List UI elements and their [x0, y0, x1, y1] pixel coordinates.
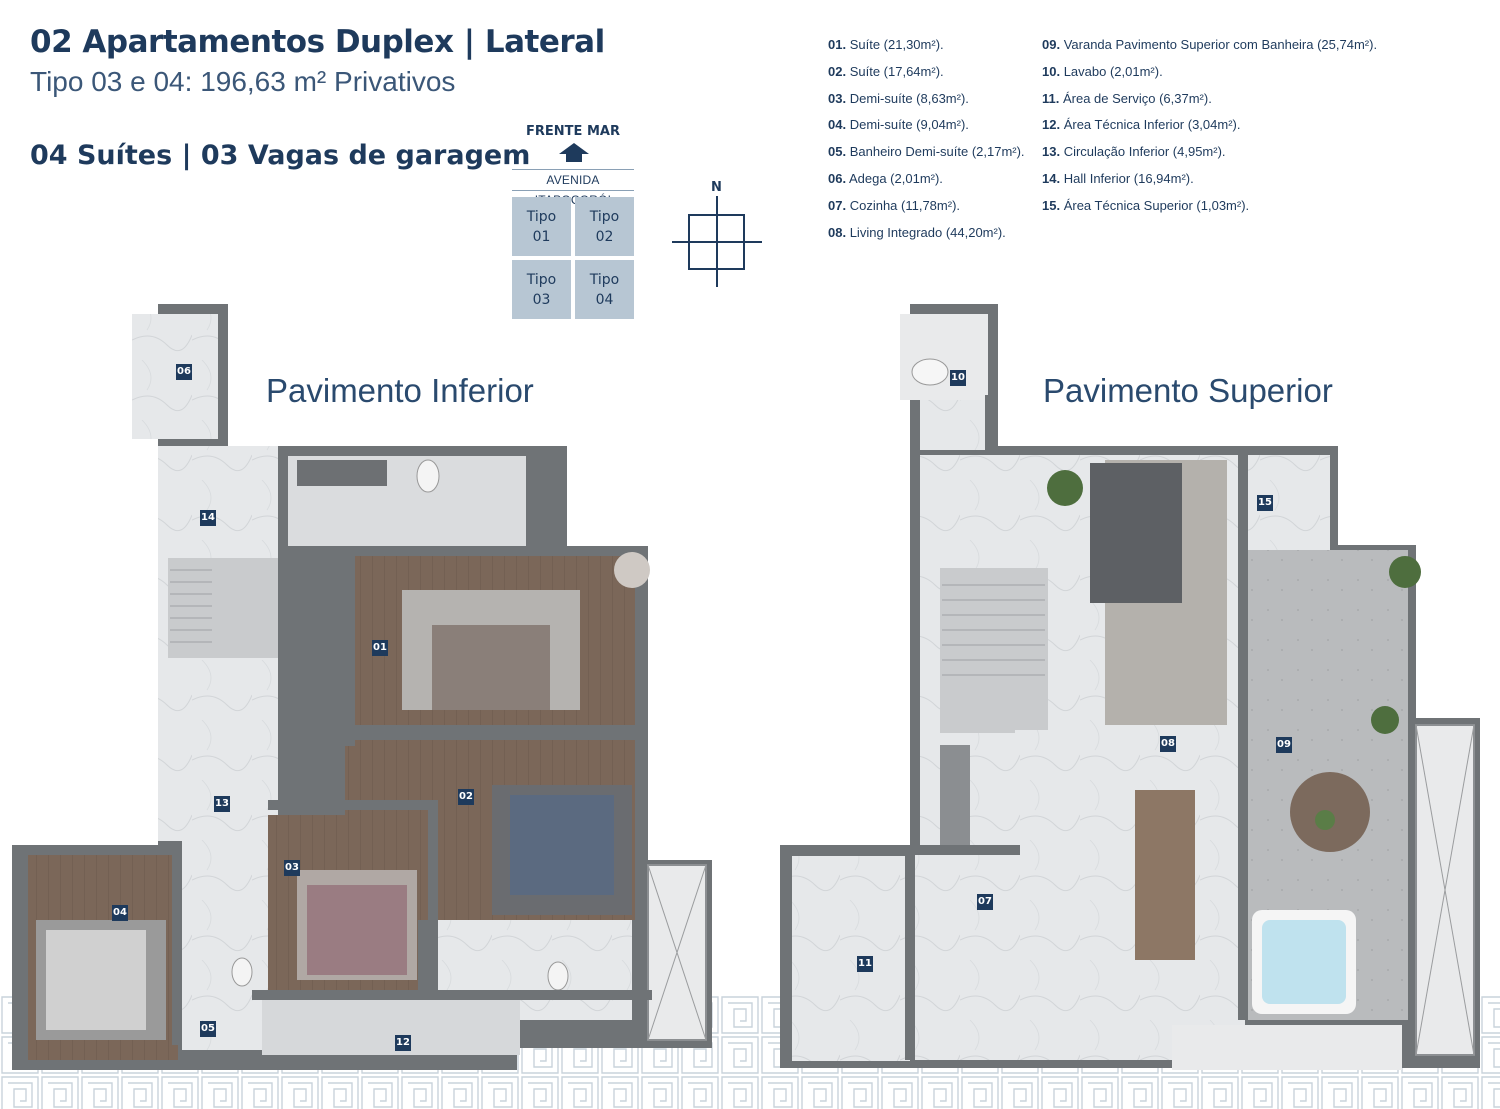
- tipo-label: Tipo: [526, 208, 557, 225]
- tipo-label: Tipo: [526, 271, 557, 288]
- room-tag: 05: [200, 1021, 216, 1037]
- room-tag: 06: [176, 364, 192, 380]
- legend-item: 13. Circulação Inferior (4,95m²).: [1042, 144, 1226, 160]
- room-tag: 13: [214, 796, 230, 812]
- arrow-stem: [566, 153, 582, 162]
- legend-item: 10. Lavabo (2,01m²).: [1042, 63, 1163, 79]
- legend-item: 11. Área de Serviço (6,37m²).: [1042, 90, 1212, 106]
- tipo-04-block: Tipo 04: [575, 260, 634, 319]
- room-tag: 04: [112, 905, 128, 921]
- suites-garage-heading: 04 Suítes | 03 Vagas de garagem: [30, 140, 531, 171]
- arrow-up-icon: [559, 143, 589, 154]
- tipo-number: 03: [532, 291, 551, 308]
- room-tag: 07: [977, 894, 993, 910]
- legend-item: 14. Hall Inferior (16,94m²).: [1042, 170, 1194, 186]
- room-tag: 01: [372, 640, 388, 656]
- legend-item: 02. Suíte (17,64m²).: [828, 63, 944, 79]
- legend-item: 03. Demi-suíte (8,63m²).: [828, 90, 969, 106]
- room-tag: 09: [1276, 737, 1292, 753]
- compass-icon: [672, 196, 762, 287]
- room-tag: 10: [950, 370, 966, 386]
- page-title: 02 Apartamentos Duplex | Lateral: [30, 24, 605, 60]
- room-tag: 14: [200, 510, 216, 526]
- room-tag: 03: [284, 860, 300, 876]
- room-tag: 12: [395, 1035, 411, 1051]
- room-tag: 15: [1257, 495, 1273, 511]
- legend-column-right: 09. Varanda Pavimento Superior com Banhe…: [1042, 37, 1377, 225]
- tipo-number: 04: [595, 291, 614, 308]
- legend-item: 08. Living Integrado (44,20m²).: [828, 224, 1006, 240]
- legend-column-left: 01. Suíte (21,30m²). 02. Suíte (17,64m²)…: [828, 37, 1025, 251]
- floor-plan-inferior: [12, 304, 712, 1070]
- tipo-03-block: Tipo 03: [512, 260, 571, 319]
- legend-item: 12. Área Técnica Inferior (3,04m²).: [1042, 117, 1241, 133]
- tipo-label: Tipo: [589, 208, 620, 225]
- floor-label-inferior: Pavimento Inferior: [266, 372, 534, 409]
- legend-item: 09. Varanda Pavimento Superior com Banhe…: [1042, 37, 1378, 52]
- frente-mar-label: FRENTE MAR: [526, 124, 620, 139]
- legend-item: 01. Suíte (21,30m²).: [828, 37, 944, 52]
- room-tag: 11: [857, 956, 873, 972]
- page-subtitle: Tipo 03 e 04: 196,63 m² Privativos: [30, 66, 456, 97]
- floor-label-superior: Pavimento Superior: [1043, 372, 1333, 409]
- legend-item: 06. Adega (2,01m²).: [828, 170, 943, 186]
- legend-item: 05. Banheiro Demi-suíte (2,17m²).: [828, 144, 1025, 160]
- avenida-label: AVENIDA ITAPOCORÓI: [512, 169, 634, 207]
- legend-item: 07. Cozinha (11,78m²).: [828, 197, 961, 213]
- tipo-label: Tipo: [589, 271, 620, 288]
- legend-item: 15. Área Técnica Superior (1,03m²).: [1042, 197, 1250, 213]
- north-label: N: [711, 180, 722, 195]
- tipo-02-block: Tipo 02: [575, 197, 634, 256]
- floor-plan-superior: [780, 304, 1480, 1070]
- room-tag: 08: [1160, 736, 1176, 752]
- tipo-number: 01: [532, 228, 551, 245]
- room-tag: 02: [458, 789, 474, 805]
- tipo-number: 02: [595, 228, 614, 245]
- tipo-01-block: Tipo 01: [512, 197, 571, 256]
- legend-item: 04. Demi-suíte (9,04m²).: [828, 117, 969, 133]
